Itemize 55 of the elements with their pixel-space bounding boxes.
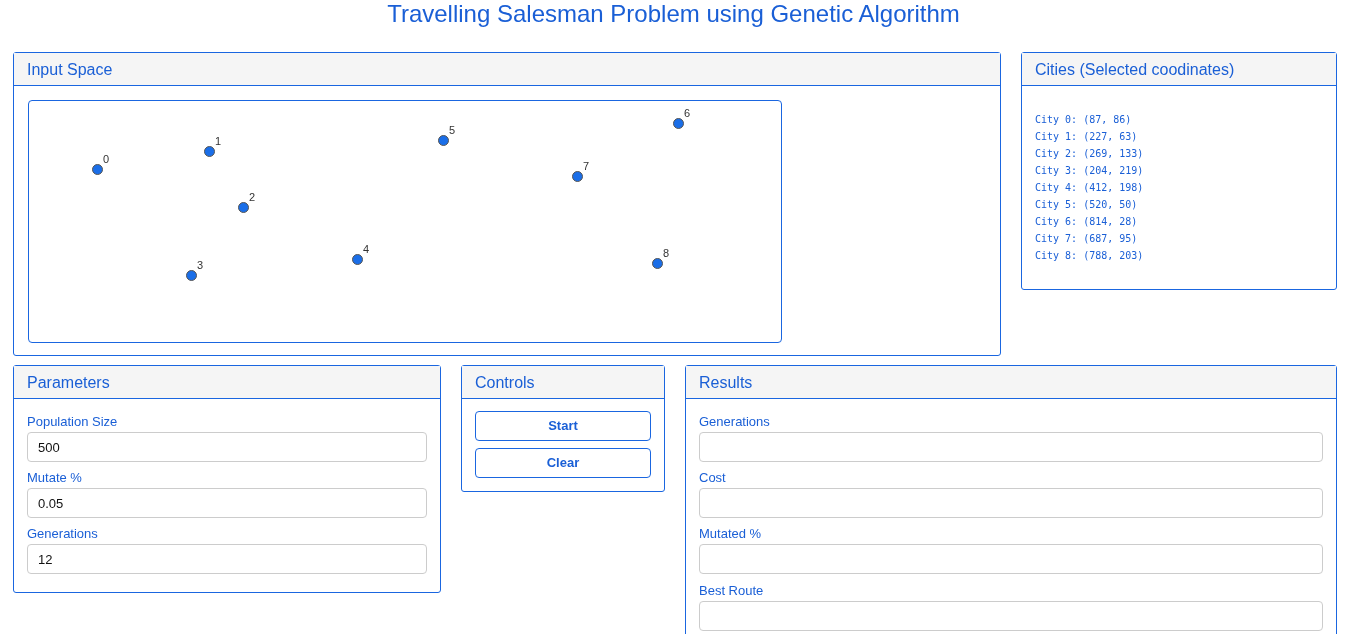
action-button: Clear [475, 448, 651, 478]
panel-heading: Input Space [27, 61, 113, 79]
panel-heading: Results [699, 374, 753, 392]
city-point [92, 164, 103, 175]
field-label: Generations [699, 414, 770, 429]
point-label: 5 [449, 124, 456, 136]
panel [685, 365, 1337, 634]
city-point [238, 202, 249, 213]
city-point [438, 135, 449, 146]
point-label: 8 [663, 247, 670, 259]
input-field [699, 544, 1323, 574]
point-label: 2 [249, 191, 256, 203]
input-field [699, 601, 1323, 631]
panel [1021, 52, 1337, 290]
panel-heading: Controls [475, 374, 535, 392]
city-point [572, 171, 583, 182]
panel [461, 365, 665, 492]
canvas-area [28, 100, 782, 343]
panel-heading: Cities (Selected coodinates) [1035, 61, 1235, 79]
field-label: Cost [699, 470, 726, 485]
action-button: Start [475, 411, 651, 441]
city-coordinate-text: City 7: (687, 95) [1035, 232, 1138, 246]
city-coordinate-text: City 2: (269, 133) [1035, 147, 1144, 161]
field-label: Generations [27, 526, 98, 541]
point-label: 1 [215, 135, 222, 147]
city-coordinate-text: City 0: (87, 86) [1035, 113, 1132, 127]
city-coordinate-text: City 3: (204, 219) [1035, 164, 1144, 178]
input-field [699, 488, 1323, 518]
point-label: 7 [583, 160, 590, 172]
point-label: 4 [363, 243, 370, 255]
field-label: Best Route [699, 583, 764, 598]
city-point [186, 270, 197, 281]
city-coordinate-text: City 8: (788, 203) [1035, 249, 1144, 263]
city-point [352, 254, 363, 265]
panel-heading: Parameters [27, 374, 110, 392]
field-label: Mutate % [27, 470, 82, 485]
panel [13, 52, 1001, 356]
field-label: Population Size [27, 414, 118, 429]
city-coordinate-text: City 1: (227, 63) [1035, 130, 1138, 144]
city-coordinate-text: City 5: (520, 50) [1035, 198, 1138, 212]
point-label: 3 [197, 259, 204, 271]
input-field: 12 [27, 544, 427, 574]
page-title: Travelling Salesman Problem using Genetic Algorithm [387, 0, 960, 27]
city-point [652, 258, 663, 269]
input-field: 500 [27, 432, 427, 462]
city-coordinate-text: City 4: (412, 198) [1035, 181, 1144, 195]
panel [13, 365, 441, 593]
city-point [673, 118, 684, 129]
field-label: Mutated % [699, 526, 762, 541]
city-point [204, 146, 215, 157]
input-field [699, 432, 1323, 462]
point-label: 0 [103, 153, 110, 165]
city-coordinate-text: City 6: (814, 28) [1035, 215, 1138, 229]
input-field: 0.05 [27, 488, 427, 518]
point-label: 6 [684, 107, 691, 119]
